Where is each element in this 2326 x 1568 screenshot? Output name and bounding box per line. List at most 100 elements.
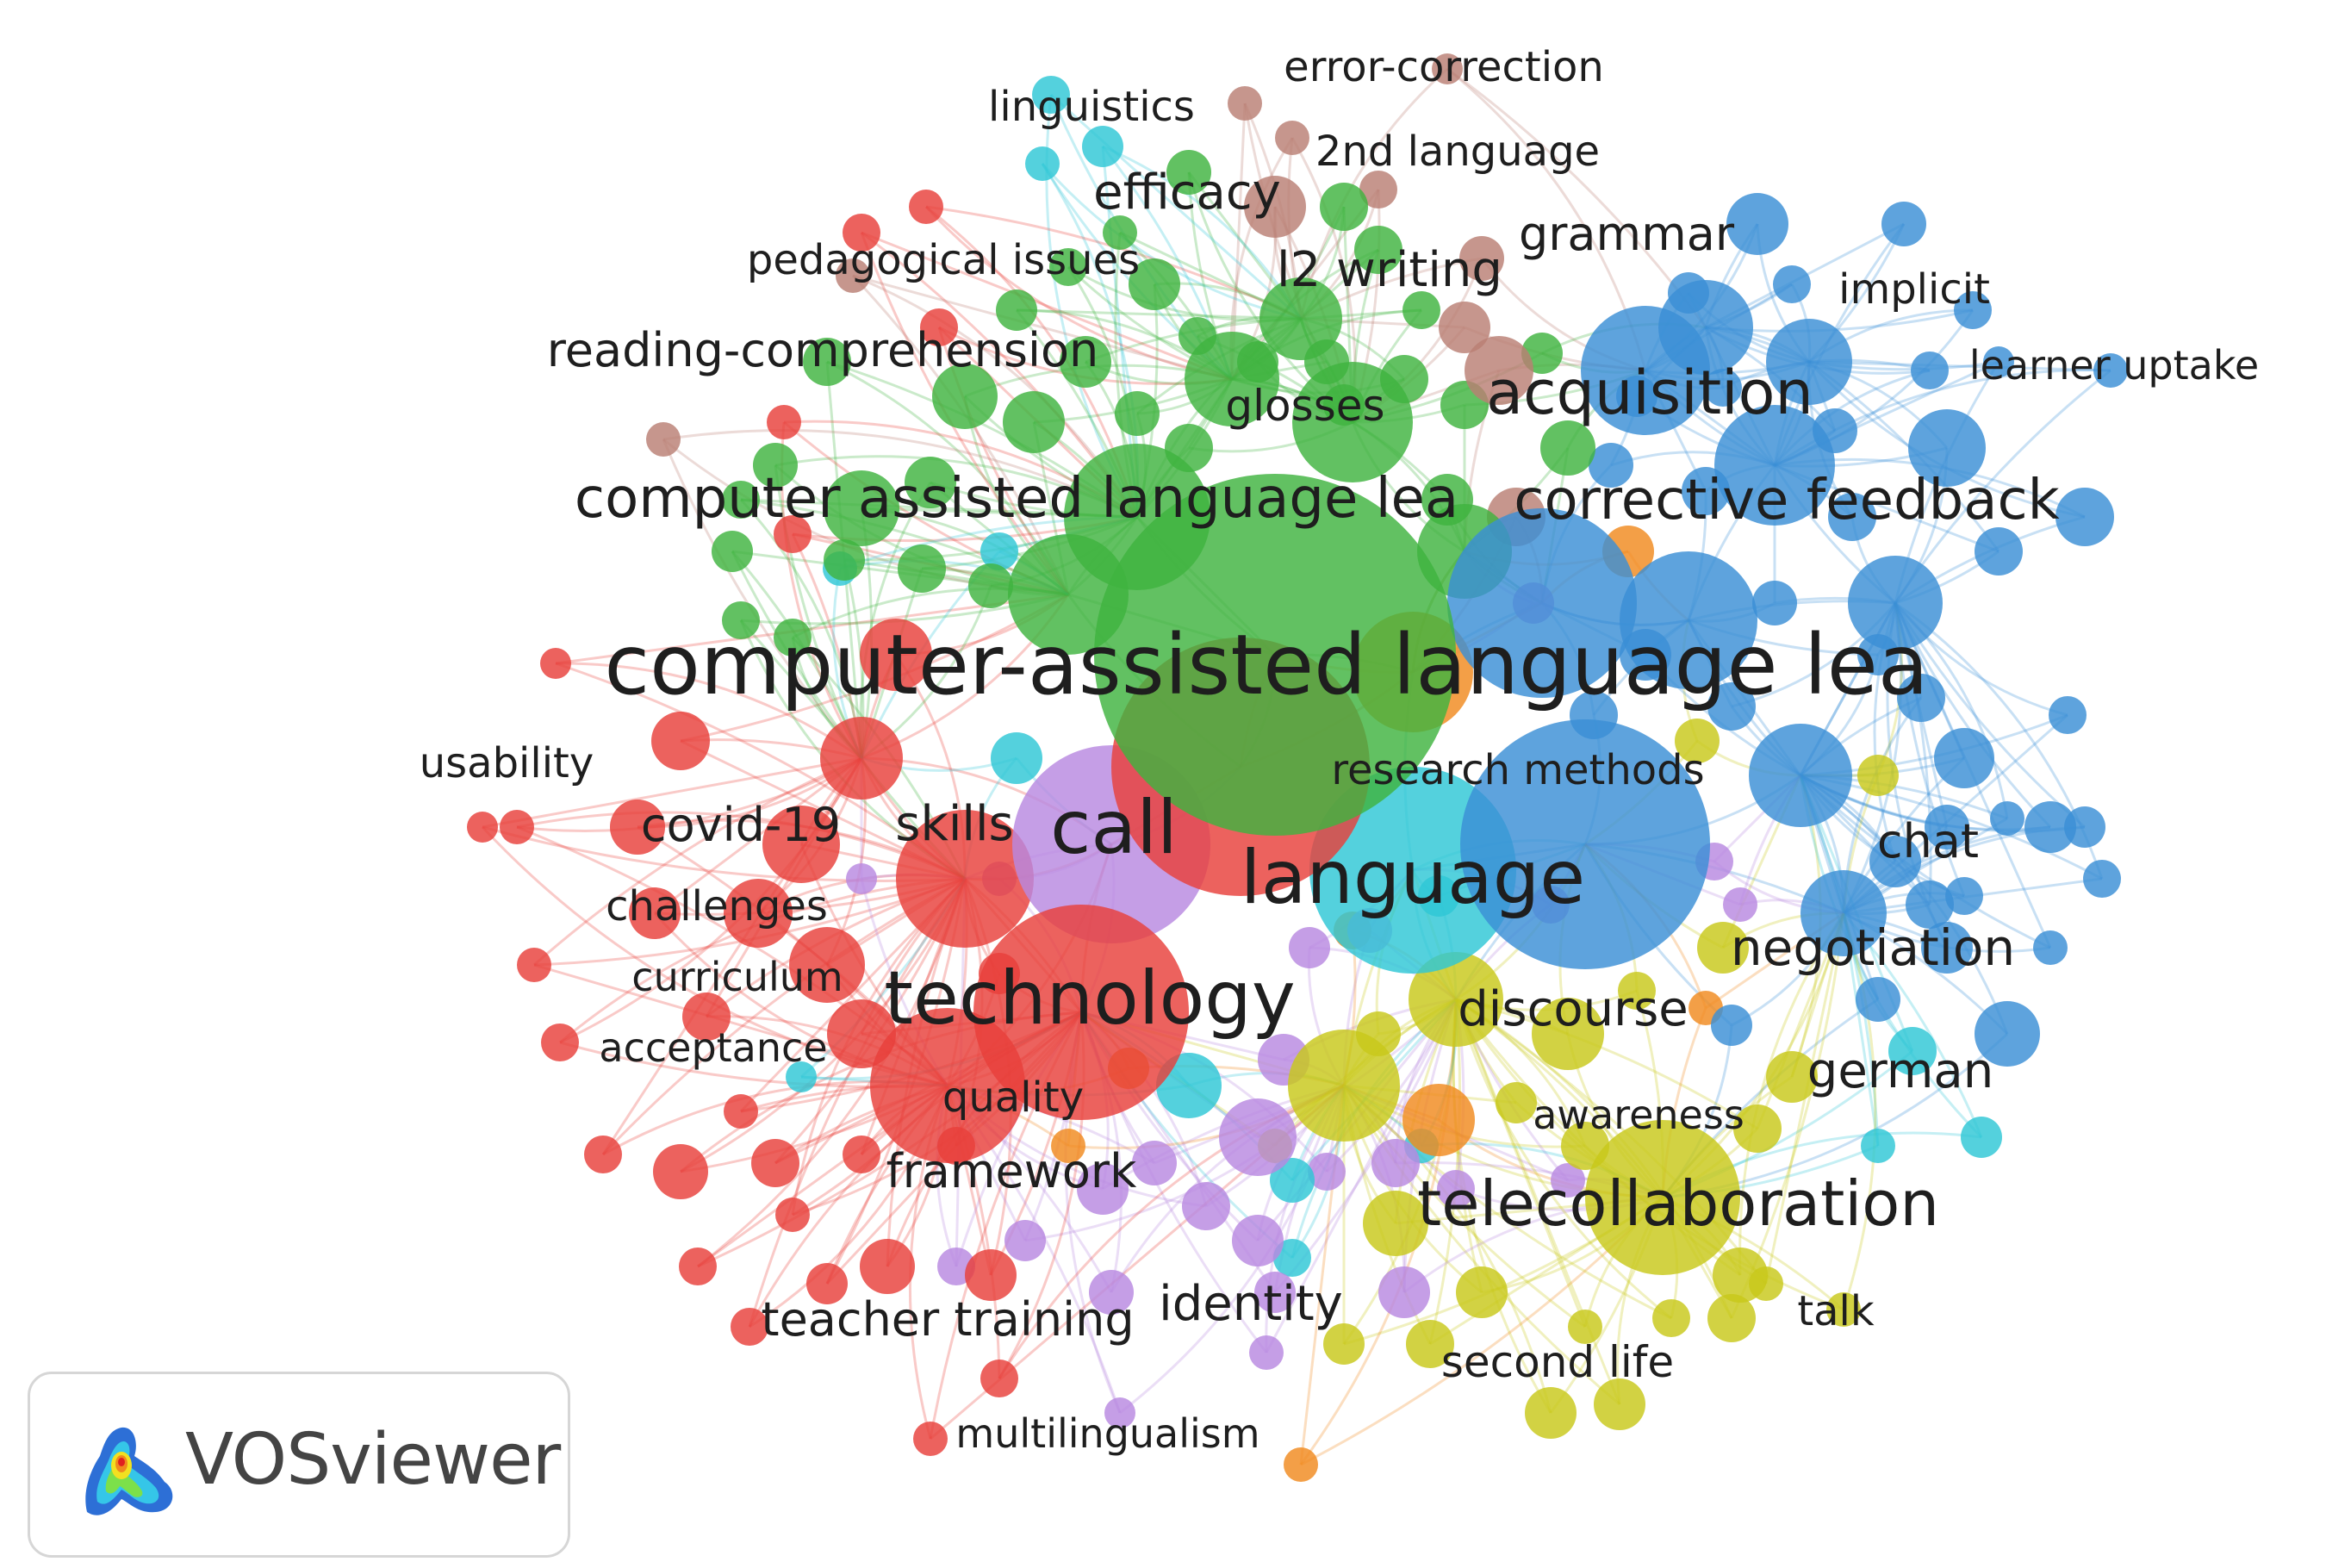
keyword-node[interactable] xyxy=(1749,724,1852,827)
keyword-node[interactable] xyxy=(1800,870,1887,956)
keyword-node[interactable] xyxy=(1568,1310,1602,1344)
keyword-node[interactable] xyxy=(1354,226,1402,274)
keyword-node[interactable] xyxy=(753,443,798,488)
keyword-node[interactable] xyxy=(712,531,753,572)
keyword-label-reading-comprehension[interactable]: reading-comprehension xyxy=(547,323,1099,377)
keyword-node[interactable] xyxy=(1132,1141,1177,1185)
keyword-label-challenges[interactable]: challenges xyxy=(606,882,828,930)
keyword-node[interactable] xyxy=(846,863,877,894)
keyword-label-implicit[interactable]: implicit xyxy=(1838,265,1990,314)
keyword-label-call[interactable]: call xyxy=(1050,785,1178,871)
keyword-node[interactable] xyxy=(1103,215,1137,250)
keyword-node[interactable] xyxy=(1270,1158,1315,1203)
keyword-node[interactable] xyxy=(1532,998,1604,1070)
keyword-node[interactable] xyxy=(1618,972,1656,1010)
keyword-node[interactable] xyxy=(1723,887,1757,922)
keyword-node[interactable] xyxy=(2055,488,2114,546)
keyword-node[interactable] xyxy=(1906,880,1954,929)
keyword-label-grammar[interactable]: grammar xyxy=(1519,207,1735,261)
keyword-node[interactable] xyxy=(1594,1378,1645,1430)
keyword-label-second-life[interactable]: second life xyxy=(1441,1337,1674,1387)
keyword-node[interactable] xyxy=(646,422,681,457)
keyword-node[interactable] xyxy=(1766,1051,1818,1103)
keyword-node[interactable] xyxy=(1082,126,1123,167)
keyword-node[interactable] xyxy=(843,1136,880,1173)
keyword-label-glosses[interactable]: glosses xyxy=(1225,381,1384,431)
keyword-node[interactable] xyxy=(1945,877,1983,915)
keyword-node[interactable] xyxy=(1861,1129,1895,1163)
keyword-label-chat[interactable]: chat xyxy=(1877,814,1979,868)
keyword-node[interactable] xyxy=(991,732,1042,784)
keyword-node[interactable] xyxy=(1975,1001,2040,1067)
keyword-node[interactable] xyxy=(1004,1220,1046,1261)
keyword-node[interactable] xyxy=(724,1094,758,1129)
keyword-node[interactable] xyxy=(629,887,681,939)
keyword-node[interactable] xyxy=(1733,1104,1782,1153)
keyword-node[interactable] xyxy=(1402,291,1440,329)
keyword-node[interactable] xyxy=(1908,409,1986,487)
keyword-node[interactable] xyxy=(1496,1082,1537,1123)
keyword-node[interactable] xyxy=(1439,302,1490,353)
keyword-label-error-correction[interactable]: error-correction xyxy=(1284,43,1604,91)
keyword-node[interactable] xyxy=(731,1308,768,1346)
keyword-label-skills[interactable]: skills xyxy=(895,796,1013,852)
keyword-node[interactable] xyxy=(1323,1323,1365,1365)
keyword-node[interactable] xyxy=(913,1422,948,1456)
keyword-node[interactable] xyxy=(1032,76,1070,114)
keyword-node[interactable] xyxy=(2033,930,2068,965)
keyword-node[interactable] xyxy=(789,927,865,1003)
keyword-node[interactable] xyxy=(909,190,943,224)
keyword-node[interactable] xyxy=(1409,952,1503,1047)
keyword-node[interactable] xyxy=(1259,277,1342,360)
keyword-node[interactable] xyxy=(820,717,903,800)
keyword-node[interactable] xyxy=(1934,728,1994,788)
keyword-node[interactable] xyxy=(896,810,1034,948)
keyword-node[interactable] xyxy=(843,214,880,252)
keyword-node[interactable] xyxy=(860,1239,915,1294)
keyword-node[interactable] xyxy=(1675,719,1720,763)
keyword-node[interactable] xyxy=(920,308,958,346)
keyword-node[interactable] xyxy=(1888,1027,1937,1075)
keyword-label-learner-uptake[interactable]: learner uptake xyxy=(1969,342,2259,389)
keyword-node[interactable] xyxy=(968,563,1013,608)
keyword-label-acquisition[interactable]: acquisition xyxy=(1486,358,1813,428)
keyword-node[interactable] xyxy=(996,289,1037,331)
keyword-node[interactable] xyxy=(932,364,998,429)
keyword-label-telecollaboration[interactable]: telecollaboration xyxy=(1417,1167,1939,1240)
keyword-node[interactable] xyxy=(1129,258,1180,310)
keyword-node[interactable] xyxy=(980,1360,1018,1397)
keyword-node[interactable] xyxy=(1897,674,1945,722)
keyword-node[interactable] xyxy=(540,648,571,679)
keyword-node[interactable] xyxy=(1089,1270,1134,1315)
keyword-node[interactable] xyxy=(1219,1098,1297,1176)
keyword-node[interactable] xyxy=(1589,443,1633,488)
keyword-label-pedagogical-issues[interactable]: pedagogical issues xyxy=(747,236,1140,284)
keyword-label-teacher-training[interactable]: teacher training xyxy=(761,1292,1134,1347)
keyword-node[interactable] xyxy=(1983,346,2014,377)
keyword-label-german[interactable]: german xyxy=(1807,1043,1993,1099)
keyword-node[interactable] xyxy=(1447,508,1637,698)
keyword-label-curriculum[interactable]: curriculum xyxy=(631,954,843,1000)
keyword-label-linguistics[interactable]: linguistics xyxy=(988,83,1195,131)
keyword-label-computer-assisted-language-lea-main[interactable]: computer-assisted language lea xyxy=(604,617,1928,713)
keyword-node[interactable] xyxy=(1704,369,1742,407)
keyword-label-discourse[interactable]: discourse xyxy=(1458,981,1688,1037)
keyword-node[interactable] xyxy=(1460,719,1710,969)
keyword-node[interactable] xyxy=(467,812,498,843)
keyword-node[interactable] xyxy=(762,806,840,883)
keyword-label-framework[interactable]: framework xyxy=(886,1144,1138,1198)
keyword-node[interactable] xyxy=(1465,336,1533,405)
keyword-node[interactable] xyxy=(1025,146,1060,181)
keyword-node[interactable] xyxy=(1003,391,1065,453)
keyword-label-awareness[interactable]: awareness xyxy=(1533,1092,1744,1138)
keyword-node[interactable] xyxy=(1077,1163,1129,1215)
keyword-node[interactable] xyxy=(1856,977,1900,1022)
keyword-node[interactable] xyxy=(541,1024,579,1061)
keyword-label-2nd-language[interactable]: 2nd language xyxy=(1315,128,1600,176)
keyword-node[interactable] xyxy=(1707,682,1756,731)
keyword-node[interactable] xyxy=(824,539,865,581)
keyword-node[interactable] xyxy=(653,1144,708,1199)
keyword-label-technology[interactable]: technology xyxy=(884,955,1296,1042)
keyword-node[interactable] xyxy=(1288,1030,1400,1142)
keyword-label-efficacy[interactable]: efficacy xyxy=(1093,165,1281,221)
